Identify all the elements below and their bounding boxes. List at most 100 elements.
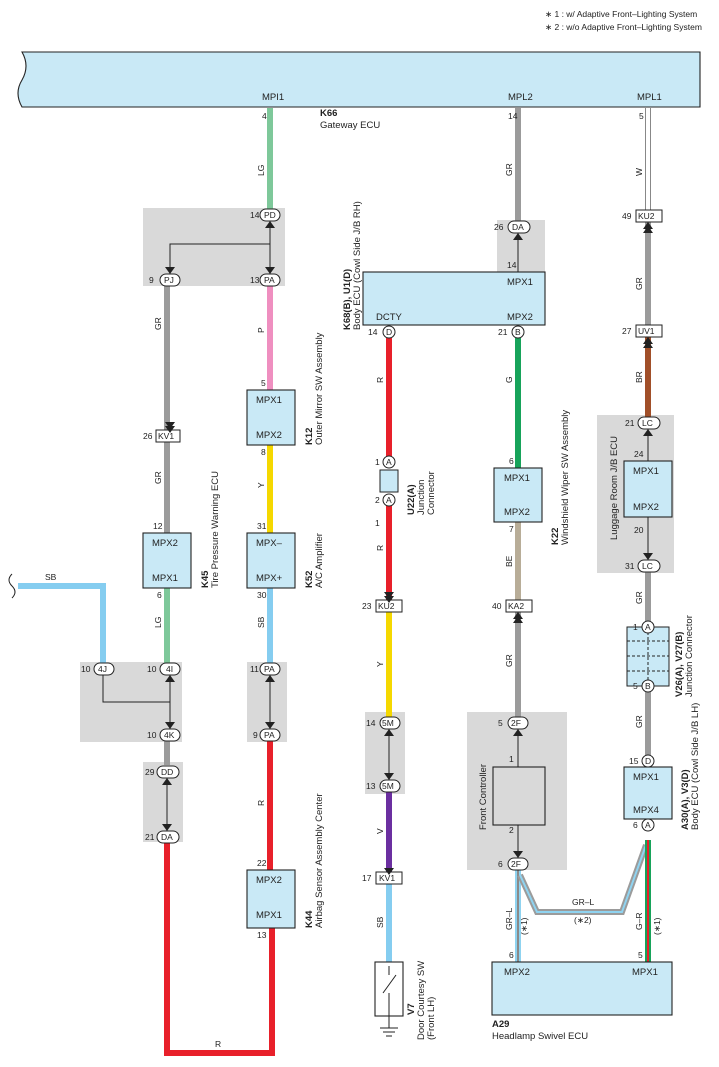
pin-num: 12 bbox=[153, 521, 163, 531]
conn-lc: LC bbox=[642, 418, 653, 428]
pin-num: 14 bbox=[366, 718, 376, 728]
conn-b: B bbox=[515, 327, 521, 337]
junction-lines bbox=[102, 221, 649, 858]
wire-label: GR bbox=[634, 277, 644, 290]
ac-name: A/C Amplifier bbox=[314, 533, 325, 588]
conn-da: DA bbox=[161, 832, 173, 842]
pin-num: 1 bbox=[509, 754, 514, 764]
pin-label: MPX2 bbox=[504, 967, 530, 978]
conn-2f: 2F bbox=[511, 859, 521, 869]
conn-uv1: UV1 bbox=[638, 326, 655, 336]
pin-label: MPX2 bbox=[256, 430, 282, 441]
pin-label: MPX2 bbox=[504, 507, 530, 518]
conn-ku2: KU2 bbox=[378, 601, 395, 611]
pin-num: 6 bbox=[509, 456, 514, 466]
pin-num: 1 bbox=[375, 457, 380, 467]
pin-label: MPX1 bbox=[256, 395, 282, 406]
body-ecu-lh-name: Body ECU (Cowl Side J/B LH) bbox=[690, 703, 701, 830]
pin-label: MPX– bbox=[256, 538, 283, 549]
conn-a: A bbox=[645, 622, 651, 632]
wire-label: R bbox=[375, 377, 385, 383]
wire-break-icon bbox=[8, 573, 16, 599]
pin-num: 10 bbox=[147, 664, 157, 674]
rect-connectors: KV1 KU2 KV1 KA2 KU2 UV1 bbox=[155, 209, 663, 885]
note-ref: (∗2) bbox=[574, 915, 592, 925]
wire-label: W bbox=[634, 168, 644, 176]
wire-label: GR–L bbox=[504, 908, 514, 930]
pin-label: MPX2 bbox=[256, 875, 282, 886]
gateway-name: Gateway ECU bbox=[320, 120, 380, 131]
pin-num: 6 bbox=[498, 859, 503, 869]
conn-ku2: KU2 bbox=[638, 211, 655, 221]
airbag-code: K44 bbox=[304, 910, 315, 928]
conn-pj: PJ bbox=[164, 275, 174, 285]
conn-5m: 5M bbox=[382, 781, 394, 791]
pin-num: 13 bbox=[366, 781, 376, 791]
conn-dd: DD bbox=[161, 767, 173, 777]
pin-num: 13 bbox=[257, 930, 267, 940]
body-ecu-lh-box bbox=[623, 766, 673, 820]
pin-num: 11 bbox=[250, 664, 259, 674]
wiper-name: Windshield Wiper SW Assembly bbox=[560, 410, 571, 545]
wire-color-labels: LG P Y SB R GR GR LG SB R R R Y V SB GR … bbox=[45, 163, 662, 1049]
pin-num: 14 bbox=[507, 260, 517, 270]
wire-label: LG bbox=[256, 165, 266, 176]
gateway-ecu-box bbox=[17, 51, 701, 108]
component-labels: K12 Outer Mirror SW Assembly K52 A/C Amp… bbox=[200, 201, 701, 1040]
conn-lc: LC bbox=[642, 561, 653, 571]
body-ecu-rh-box bbox=[362, 271, 546, 326]
pin-label: MPX2 bbox=[633, 502, 659, 513]
conn-a: A bbox=[645, 820, 651, 830]
pin-num: 6 bbox=[509, 950, 514, 960]
pin-num: 21 bbox=[625, 418, 635, 428]
pin-label: MPX1 bbox=[633, 772, 659, 783]
pin-num: 24 bbox=[634, 449, 644, 459]
conn-kv1: KV1 bbox=[158, 431, 174, 441]
pin-num: 2 bbox=[509, 825, 514, 835]
junction-block-pd-pj bbox=[143, 208, 285, 286]
wire-label: P bbox=[256, 327, 266, 333]
pin-mpl1-label: MPL1 bbox=[637, 92, 662, 103]
connector-arrows bbox=[162, 221, 653, 875]
wires bbox=[18, 108, 651, 1056]
pin-num: 21 bbox=[498, 327, 508, 337]
conn-a: A bbox=[386, 457, 392, 467]
pin-num: 26 bbox=[143, 431, 153, 441]
body-ecu-lh-code: A30(A), V3(D) bbox=[680, 769, 691, 830]
wire-label: GR bbox=[153, 471, 163, 484]
conn-b: B bbox=[645, 681, 651, 691]
wire-label: G bbox=[504, 376, 514, 383]
pin-num: 23 bbox=[362, 601, 372, 611]
pin-num: 5 bbox=[498, 718, 503, 728]
pin-label: MPX1 bbox=[152, 573, 178, 584]
conn-d: D bbox=[386, 327, 392, 337]
wiper-sw-box bbox=[493, 467, 543, 523]
pin-num: 26 bbox=[494, 222, 504, 232]
switch-blade-icon bbox=[382, 974, 397, 994]
pin-label: MPX4 bbox=[633, 805, 659, 816]
airbag-name: Airbag Sensor Assembly Center bbox=[314, 793, 325, 928]
conn-kv1: KV1 bbox=[379, 873, 395, 883]
pin-num: 8 bbox=[261, 447, 266, 457]
pin-num: 30 bbox=[257, 590, 267, 600]
wire-label: R bbox=[215, 1039, 221, 1049]
wire-label: V bbox=[375, 828, 385, 834]
wiper-code: K22 bbox=[550, 528, 561, 545]
pin-num: 9 bbox=[149, 275, 154, 285]
conn-4k: 4K bbox=[164, 730, 175, 740]
pin-num: 22 bbox=[257, 858, 267, 868]
conn-4i: 4I bbox=[166, 664, 173, 674]
junction-u22-name: Junction bbox=[416, 480, 427, 515]
pin-mpl2-label: MPL2 bbox=[508, 92, 533, 103]
pin-label: MPX2 bbox=[507, 312, 533, 323]
outer-mirror-box bbox=[246, 389, 296, 446]
airbag-sensor-box bbox=[246, 869, 296, 929]
wire-label: GR bbox=[504, 163, 514, 176]
pin-num: 1 bbox=[375, 518, 380, 528]
pin-mpi1-label: MPI1 bbox=[262, 92, 284, 103]
conn-pa: PA bbox=[264, 664, 275, 674]
note-1: ∗ 1 : w/ Adaptive Front–Lighting System bbox=[545, 9, 697, 19]
pin-num: 20 bbox=[634, 525, 644, 535]
wire-label: GR bbox=[634, 715, 644, 728]
